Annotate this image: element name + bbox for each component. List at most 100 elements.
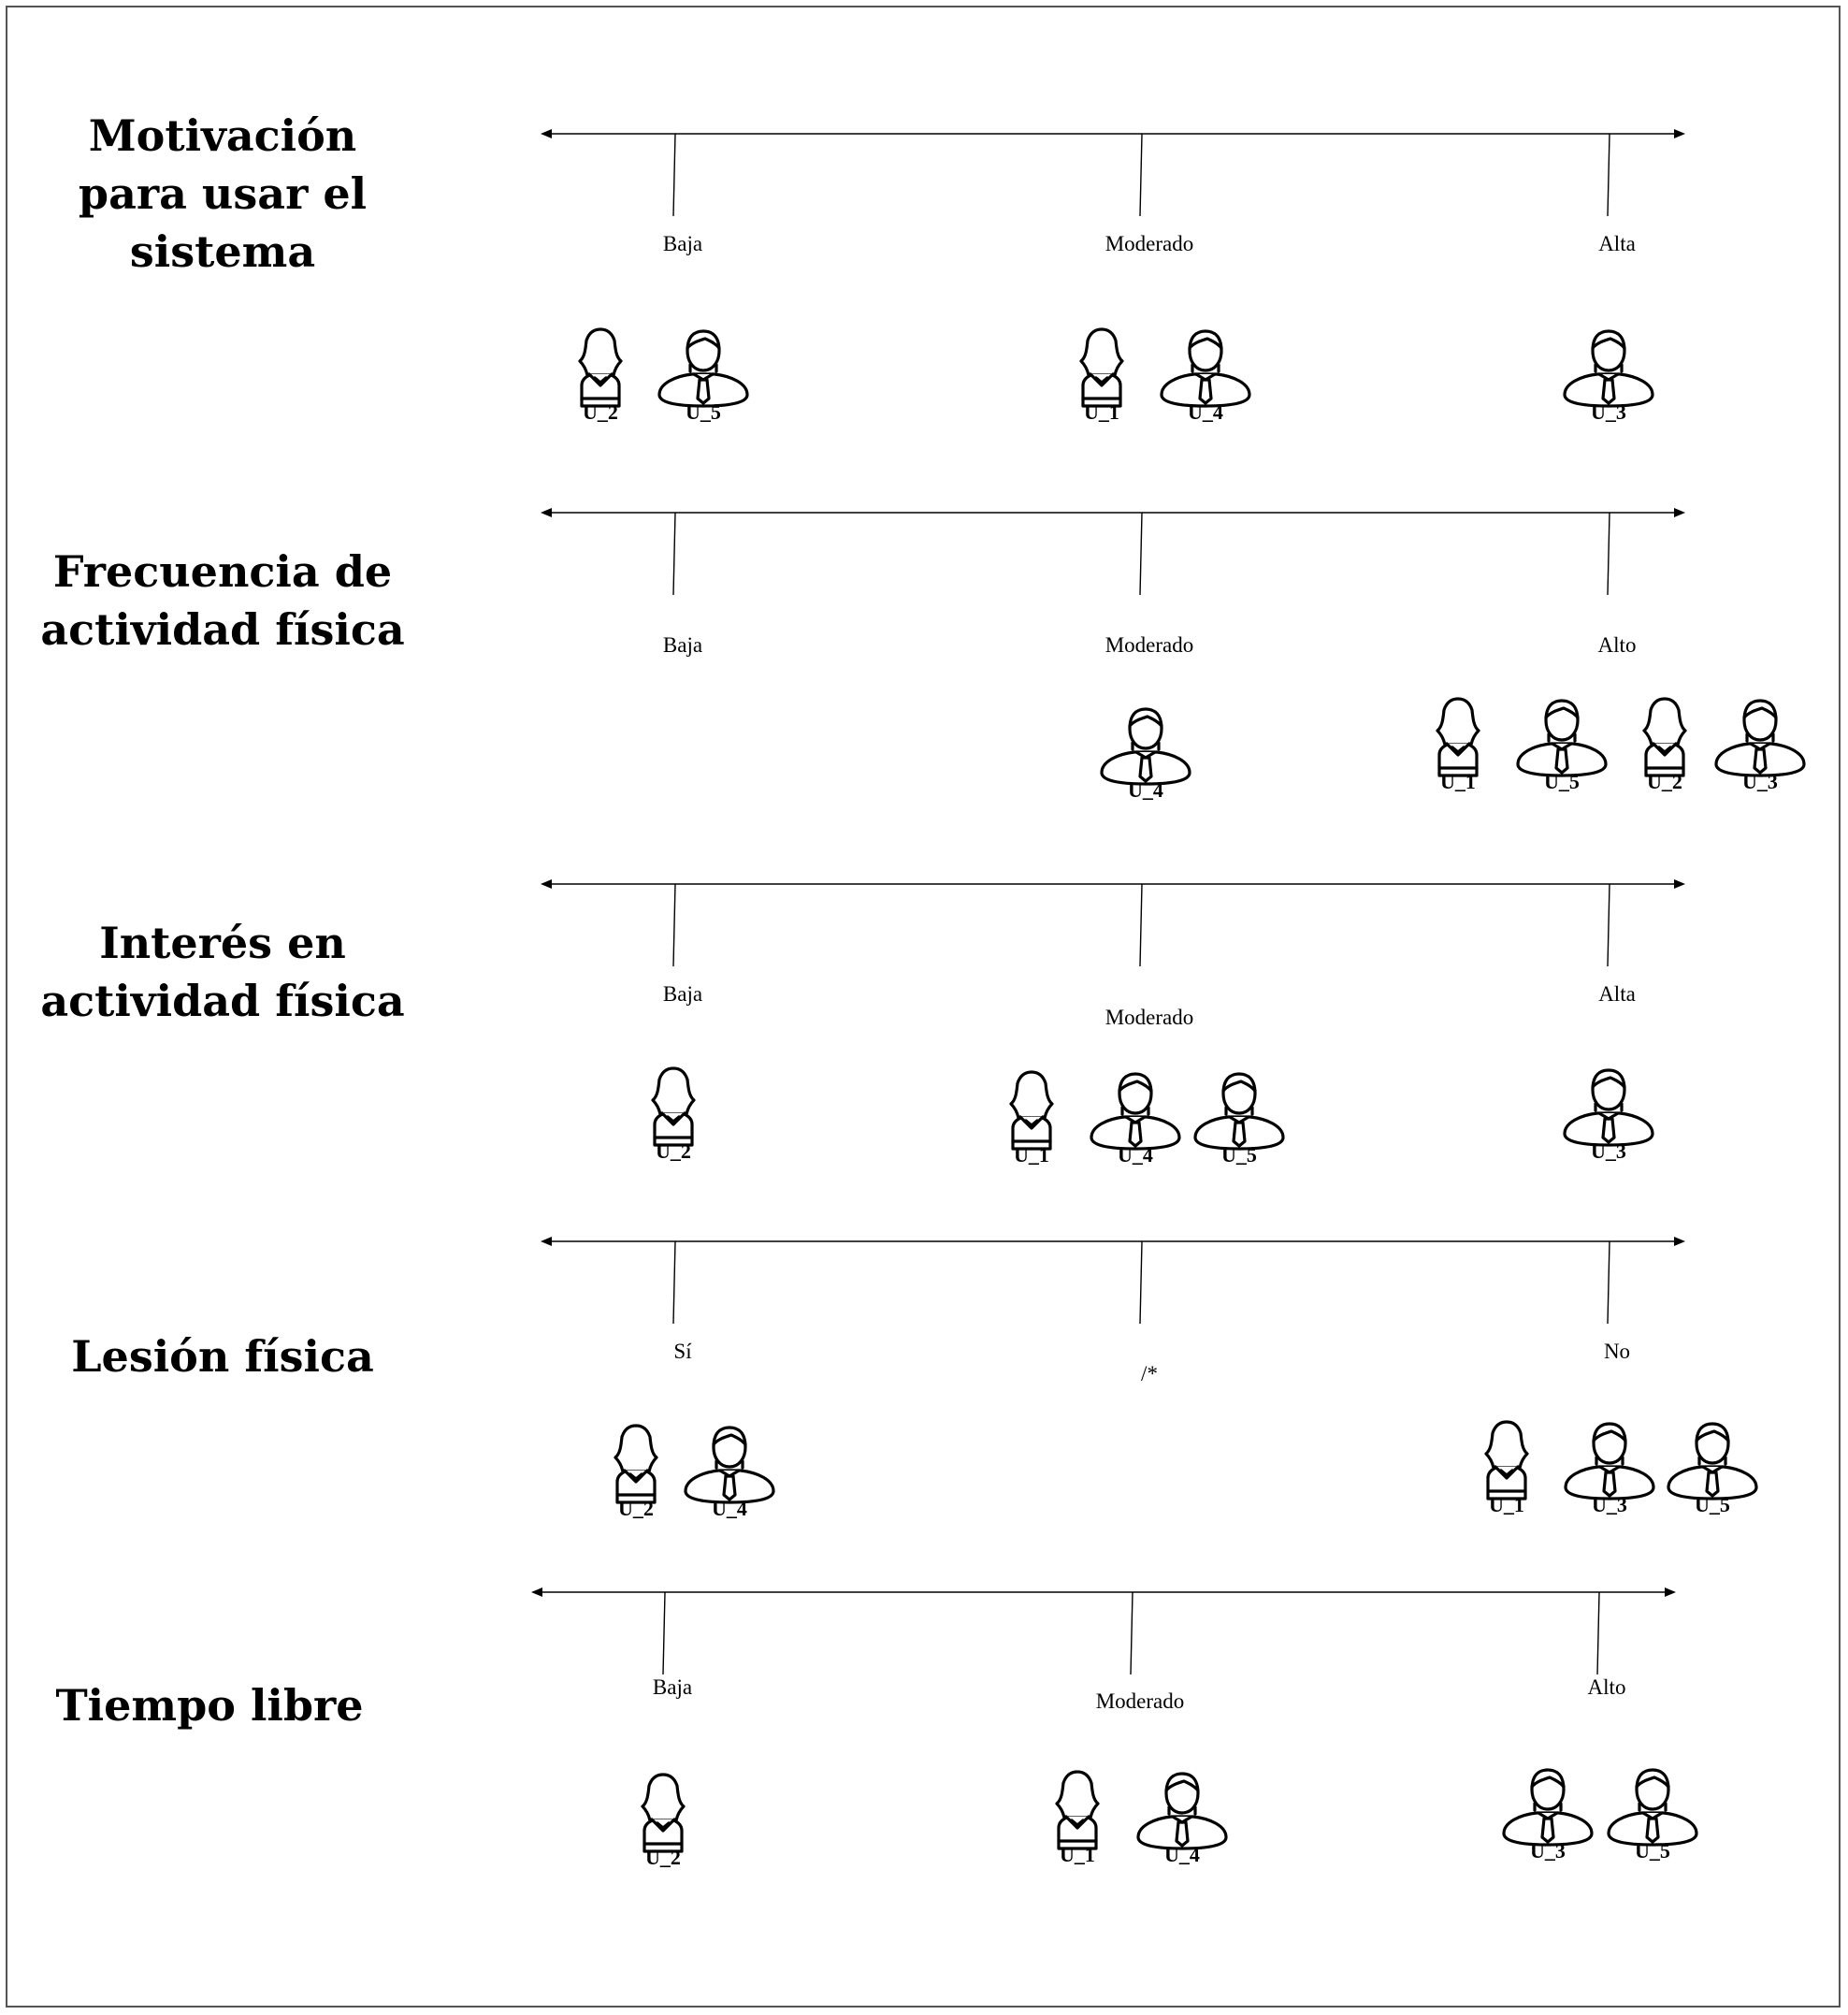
female-user-icon bbox=[1079, 327, 1124, 408]
user-id-label: U_3 bbox=[1742, 770, 1778, 793]
row-title-line: Motivación bbox=[88, 110, 357, 161]
axis-left-arrowhead bbox=[531, 1587, 542, 1597]
axis-right-arrowhead bbox=[1674, 129, 1685, 138]
male-user-icon bbox=[1667, 1422, 1758, 1500]
user-marker: U_2 bbox=[625, 1066, 722, 1162]
row-title-line: actividad física bbox=[40, 976, 405, 1026]
female-user-icon bbox=[578, 327, 623, 408]
axis-tick-low bbox=[672, 1240, 676, 1325]
axis-left-arrowhead bbox=[541, 879, 552, 889]
axis-tick-low bbox=[662, 1591, 666, 1675]
female-user-icon bbox=[651, 1066, 696, 1147]
user-marker: U_3 bbox=[1560, 327, 1657, 423]
level-label-low: Baja bbox=[662, 633, 703, 657]
male-user-icon bbox=[1564, 1422, 1655, 1500]
user-marker: U_3 bbox=[1560, 1066, 1657, 1162]
user-id-label: U_2 bbox=[583, 400, 618, 424]
user-marker: U_3 bbox=[1499, 1766, 1596, 1862]
user-marker: U_5 bbox=[1604, 1766, 1701, 1862]
user-id-label: U_2 bbox=[618, 1497, 654, 1520]
axis-tick-mid bbox=[1139, 883, 1143, 967]
user-id-label: U_3 bbox=[1530, 1839, 1566, 1863]
male-user-icon bbox=[1502, 1768, 1594, 1847]
user-id-label: U_4 bbox=[712, 1497, 747, 1520]
user-id-label: U_1 bbox=[1060, 1843, 1095, 1866]
row-title-line: Interés en bbox=[99, 918, 346, 968]
female-user-icon bbox=[1009, 1070, 1054, 1151]
user-id-label: U_2 bbox=[645, 1846, 681, 1869]
row-title-line: Lesión física bbox=[71, 1331, 374, 1382]
user-marker: U_2 bbox=[614, 1773, 712, 1868]
user-id-label: U_1 bbox=[1014, 1143, 1049, 1167]
male-user-icon bbox=[1714, 699, 1806, 777]
level-label-mid: Moderado bbox=[1095, 1689, 1185, 1713]
axis-tick-mid bbox=[1130, 1591, 1133, 1675]
female-user-icon bbox=[1642, 697, 1687, 777]
user-id-label: U_5 bbox=[686, 400, 721, 424]
axis-right-arrowhead bbox=[1674, 1237, 1685, 1246]
male-user-icon bbox=[1193, 1072, 1285, 1151]
user-id-label: U_4 bbox=[1128, 778, 1163, 802]
level-label-low: Sí bbox=[673, 1340, 692, 1363]
user-marker: U_4 bbox=[1087, 1070, 1184, 1166]
user-id-label: U_4 bbox=[1164, 1843, 1200, 1866]
axis-tick-mid bbox=[1139, 1240, 1143, 1325]
male-user-icon bbox=[1136, 1772, 1228, 1850]
axis-right-arrowhead bbox=[1674, 879, 1685, 889]
axis-left-arrowhead bbox=[541, 129, 552, 138]
user-id-label: U_1 bbox=[1489, 1493, 1524, 1516]
axis-tick-low bbox=[672, 512, 676, 596]
user-marker: U_1 bbox=[983, 1070, 1080, 1166]
level-label-high: Alto bbox=[1587, 1675, 1626, 1699]
user-id-label: U_1 bbox=[1440, 770, 1476, 793]
level-label-mid: Moderado bbox=[1104, 1006, 1194, 1029]
axis-tick-low bbox=[672, 133, 676, 217]
axis-right-arrowhead bbox=[1674, 508, 1685, 517]
user-marker: U_2 bbox=[587, 1424, 685, 1519]
male-user-icon bbox=[684, 1426, 775, 1504]
user-id-label: U_4 bbox=[1118, 1143, 1153, 1167]
level-label-high: Alta bbox=[1598, 982, 1636, 1006]
row-title-line: para usar el bbox=[78, 168, 368, 219]
axis-left-arrowhead bbox=[541, 508, 552, 517]
user-marker: U_5 bbox=[1664, 1420, 1761, 1515]
level-label-high: No bbox=[1603, 1340, 1631, 1363]
level-label-low: Baja bbox=[652, 1675, 693, 1699]
axis-tick-high bbox=[1607, 1240, 1610, 1325]
axis-tick-high bbox=[1607, 512, 1610, 596]
figure-frame bbox=[6, 6, 1841, 2008]
axis-tick-low bbox=[672, 883, 676, 967]
user-id-label: U_3 bbox=[1592, 1493, 1627, 1516]
user-id-label: U_4 bbox=[1188, 400, 1223, 424]
female-user-icon bbox=[614, 1424, 658, 1504]
level-label-mid: /* bbox=[1141, 1362, 1158, 1385]
user-id-label: U_5 bbox=[1221, 1143, 1257, 1167]
row-title-line: Frecuencia de bbox=[52, 546, 393, 597]
female-user-icon bbox=[1436, 697, 1480, 777]
row-title-line: sistema bbox=[129, 226, 316, 277]
row-title: Tiempo libre bbox=[4, 1676, 415, 1734]
user-marker: U_5 bbox=[1191, 1070, 1288, 1166]
male-user-icon bbox=[1100, 707, 1191, 786]
user-id-label: U_5 bbox=[1695, 1493, 1730, 1516]
male-user-icon bbox=[657, 329, 749, 408]
axis-right-arrowhead bbox=[1665, 1587, 1676, 1597]
user-marker: U_4 bbox=[1157, 327, 1254, 423]
female-user-icon bbox=[1484, 1420, 1529, 1500]
level-label-mid: Moderado bbox=[1104, 633, 1194, 657]
user-marker: U_5 bbox=[1513, 697, 1610, 792]
user-id-label: U_2 bbox=[656, 1139, 691, 1163]
axis-tick-high bbox=[1607, 883, 1610, 967]
user-id-label: U_3 bbox=[1591, 1139, 1626, 1163]
female-user-icon bbox=[1055, 1770, 1100, 1850]
user-marker: U_2 bbox=[552, 327, 649, 423]
row-title: Lesión física bbox=[17, 1327, 428, 1385]
user-marker: U_1 bbox=[1053, 327, 1150, 423]
axis-tick-high bbox=[1607, 133, 1610, 217]
axis-tick-mid bbox=[1139, 133, 1143, 217]
user-id-label: U_3 bbox=[1591, 400, 1626, 424]
user-marker: U_4 bbox=[681, 1424, 778, 1519]
